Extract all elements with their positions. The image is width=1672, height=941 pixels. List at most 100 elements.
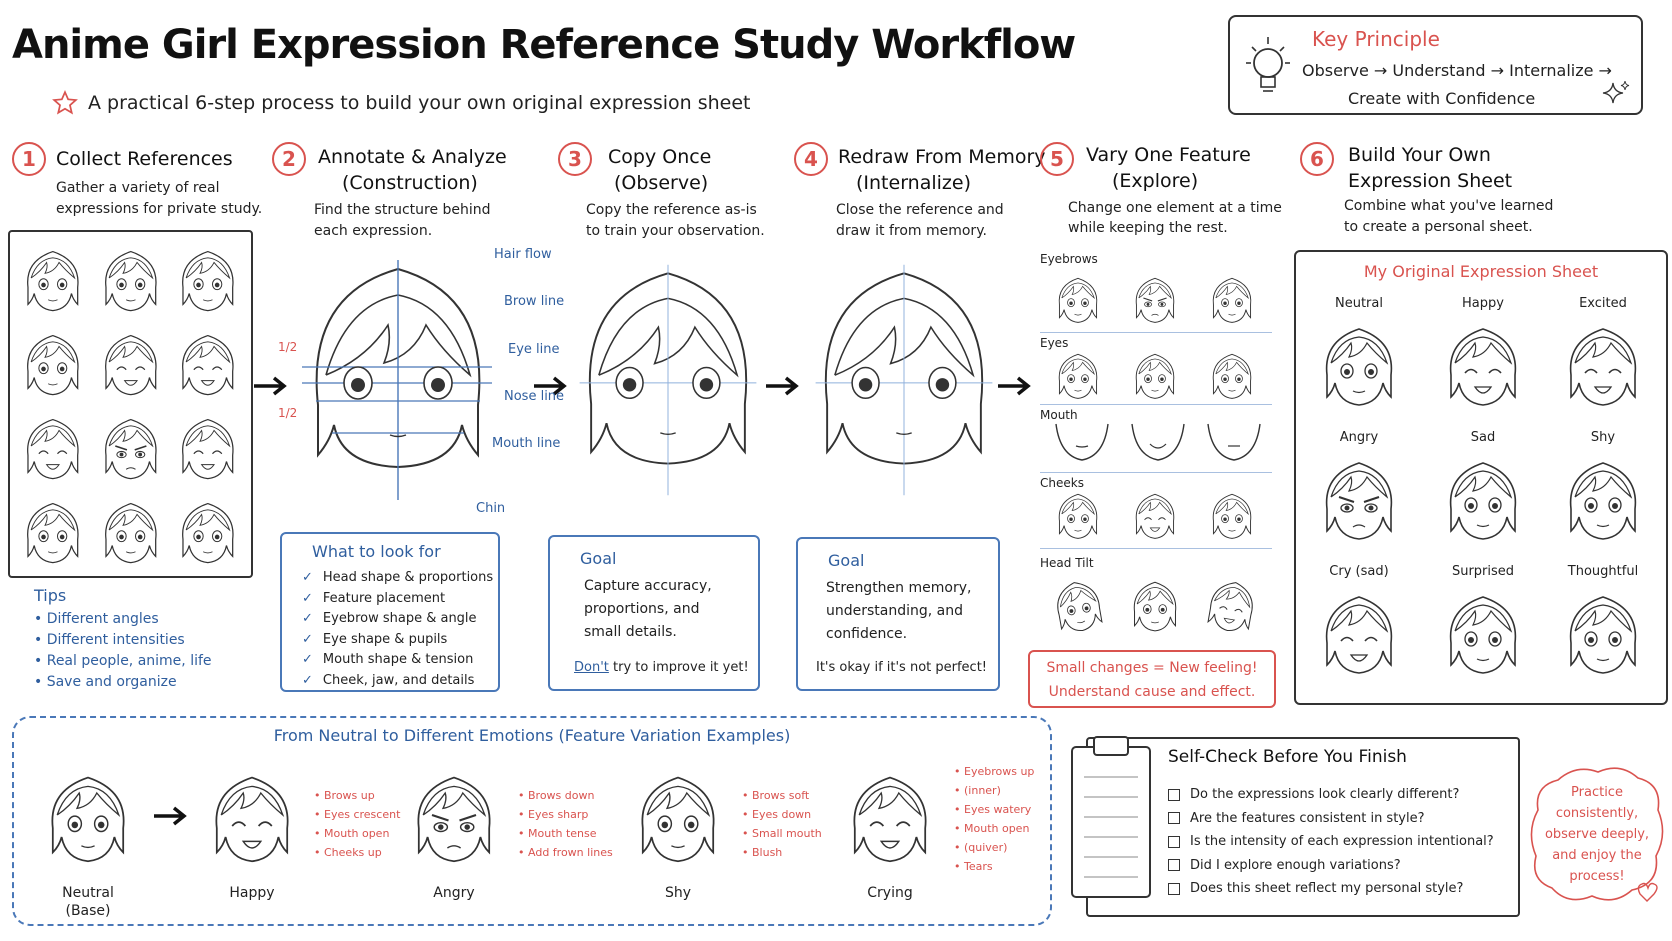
divider (1040, 472, 1272, 473)
check-icon: ✓ (302, 631, 313, 647)
reference-face (92, 404, 170, 488)
variation-label: Happy (229, 885, 275, 901)
goal-box-memory: Goal Strengthen memory, understanding, a… (796, 537, 1000, 691)
variation-note: Blush (742, 843, 822, 862)
variation-note: Eyes crescent (314, 805, 400, 824)
variation-note: Mouth open (314, 824, 400, 843)
variation-face (33, 750, 143, 880)
vary-face (1194, 565, 1269, 643)
sheet-face (1433, 579, 1533, 683)
variation-angry: Angry (394, 750, 514, 902)
step-title: Vary One Feature (1086, 144, 1251, 166)
reference-face (169, 404, 247, 488)
sheet-cell: Excited (1544, 296, 1662, 419)
look-for-item: ✓Cheek, jaw, and details (302, 672, 475, 688)
sheet-face (1309, 445, 1409, 549)
tip-item: Different intensities (34, 630, 212, 651)
self-check-item[interactable]: Is the intensity of each expression inte… (1168, 830, 1494, 854)
feature-variations: From Neutral to Different Emotions (Feat… (12, 716, 1052, 926)
sheet-face (1433, 311, 1533, 415)
self-check-item[interactable]: Do the expressions look clearly differen… (1168, 783, 1494, 807)
reference-grid (8, 230, 253, 578)
sheet-cell: Surprised (1424, 564, 1542, 687)
sheet-cell: Happy (1424, 296, 1542, 419)
construction-face (302, 260, 492, 500)
goal-body-1: Strengthen memory, (826, 580, 972, 596)
variations-title: From Neutral to Different Emotions (Feat… (273, 726, 791, 745)
variation-note: Mouth tense (518, 824, 613, 843)
checkbox[interactable] (1168, 835, 1180, 848)
sheet-cell: Sad (1424, 430, 1542, 553)
vary-face (1123, 570, 1187, 638)
expression-sheet: My Original Expression Sheet Neutral Hap… (1294, 250, 1668, 705)
goal-box-copy: Goal Capture accuracy, proportions, and … (548, 535, 760, 691)
key-principle-title: Key Principle (1312, 27, 1440, 51)
vary-face (1049, 268, 1107, 328)
variation-label: Shy (664, 885, 692, 901)
reference-face (14, 320, 92, 404)
variation-crying: Crying (830, 750, 950, 902)
vary-row-eyebrows (1040, 268, 1270, 328)
variation-face (835, 750, 945, 880)
small-changes-line2: Understand cause and effect. (1048, 684, 1256, 700)
reference-face (14, 236, 92, 320)
variation-happy: Happy (192, 750, 312, 902)
variation-label: Angry (433, 885, 475, 901)
step-title: Copy Once (608, 146, 712, 168)
annotation-chin: Chin (476, 501, 506, 516)
sheet-face (1553, 445, 1653, 549)
sheet-cell-label: Sad (1470, 430, 1496, 445)
check-icon: ✓ (302, 652, 313, 667)
sheet-face (1553, 311, 1653, 415)
reference-face (169, 236, 247, 320)
checkbox[interactable] (1168, 812, 1180, 825)
sheet-cell-label: Surprised (1451, 564, 1515, 579)
tips: Tips Different angles Different intensit… (34, 586, 212, 693)
variation-note: Eyes sharp (518, 805, 613, 824)
variation-note: Tears (954, 857, 1034, 876)
vary-row-label: Mouth (1040, 408, 1078, 422)
variation-notes: Eyebrows up (inner) Eyes watery Mouth op… (954, 762, 1034, 876)
step-subtitle: Expression Sheet (1348, 170, 1513, 192)
sheet-face (1309, 311, 1409, 415)
step-desc-1: Combine what you've learned (1344, 198, 1554, 214)
arrow-icon (254, 376, 287, 396)
step-number: 4 (794, 142, 828, 176)
self-check-item[interactable]: Did I explore enough variations? (1168, 854, 1494, 878)
what-to-look-for-box: What to look for ✓Head shape & proportio… (280, 532, 500, 692)
vary-face (1041, 565, 1116, 643)
check-icon: ✓ (302, 590, 313, 606)
variation-note: Eyes down (742, 805, 822, 824)
goal-title: Goal (828, 551, 865, 570)
check-icon: ✓ (302, 672, 313, 688)
reference-face (92, 320, 170, 404)
sheet-cell-label: Angry (1339, 430, 1379, 445)
checkbox[interactable] (1168, 882, 1180, 895)
divider (1040, 404, 1272, 405)
variation-shy: Shy (618, 750, 738, 902)
variation-note: Brows soft (742, 786, 822, 805)
arrow-icon (998, 376, 1031, 396)
tip-item: Real people, anime, life (34, 651, 212, 672)
checkbox[interactable] (1168, 788, 1180, 801)
look-for-item: ✓Eyebrow shape & angle (302, 611, 477, 626)
vary-row-label: Cheeks (1040, 476, 1084, 490)
step-desc-1: Close the reference and (836, 202, 1004, 218)
divider (1040, 332, 1272, 333)
vary-row-label: Eyebrows (1040, 252, 1098, 266)
step-title: Build Your Own (1348, 144, 1491, 166)
page-title: Anime Girl Expression Reference Study Wo… (12, 22, 1076, 68)
vary-face (1203, 344, 1261, 404)
key-principle-line1: Observe → Understand → Internalize → (1302, 61, 1612, 80)
goal-footnote: Don't try to improve it yet! (574, 660, 749, 675)
self-check-item[interactable]: Does this sheet reflect my personal styl… (1168, 877, 1494, 901)
variation-label: Neutral (62, 885, 114, 901)
step-subtitle: (Internalize) (856, 172, 971, 194)
step-subtitle: (Observe) (614, 172, 709, 194)
memory-face (815, 264, 993, 496)
checkbox[interactable] (1168, 859, 1180, 872)
encouragement-cloud: Practice consistently, observe deeply, a… (1528, 760, 1666, 910)
self-check-item[interactable]: Are the features consistent in style? (1168, 807, 1494, 831)
arrow-icon (534, 376, 567, 396)
proportion-label-top: 1/2 (278, 340, 298, 354)
